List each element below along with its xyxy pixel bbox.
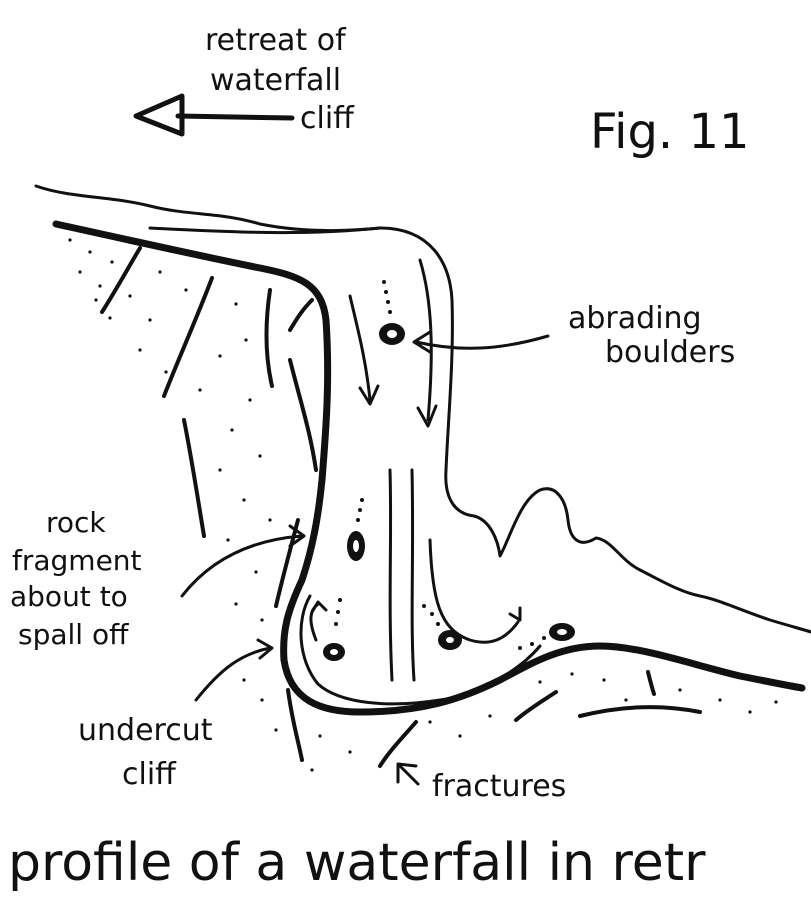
rock-fragment-label-line4: spall off <box>18 618 129 651</box>
waterfall-outline <box>150 228 811 632</box>
abrading-label-line2: boulders <box>605 335 735 370</box>
flow-line <box>390 470 392 680</box>
boulder-icon <box>438 630 462 650</box>
undercut-pointer <box>196 640 272 700</box>
boulder-icon <box>347 531 365 561</box>
fractures-pointer <box>398 764 418 784</box>
undercut-label-line1: undercut <box>78 713 213 748</box>
retreat-arrow <box>136 96 292 134</box>
flow-line <box>412 470 414 680</box>
boulder-trail <box>334 280 546 650</box>
retreat-label-line1: retreat of <box>205 23 347 58</box>
flow-line <box>420 260 431 420</box>
rock-fragment-label-line1: rock <box>46 506 106 539</box>
upper-water-surface <box>36 186 380 231</box>
undercut-label-line2: cliff <box>122 757 177 792</box>
retreat-label-line3: cliff <box>300 101 355 136</box>
rock-fragment-label-line3: about to <box>10 580 128 613</box>
boulder-icon <box>379 323 405 345</box>
boulder-icon <box>549 623 575 641</box>
abrading-label-line1: abrading <box>568 301 702 336</box>
boulder-icon <box>323 643 345 661</box>
flow-arrow-icon <box>312 602 326 612</box>
abrading-pointer <box>414 332 548 352</box>
flow-arrow-icon <box>510 608 520 620</box>
flow-line <box>430 540 518 642</box>
caption: profile of a waterfall in retr <box>8 833 706 893</box>
fractures-label: fractures <box>432 769 566 804</box>
rock-fragment-label-line2: fragment <box>12 544 142 577</box>
figure-number: Fig. 11 <box>590 104 750 160</box>
flow-line <box>350 296 370 400</box>
retreat-label-line2: waterfall <box>210 63 341 98</box>
